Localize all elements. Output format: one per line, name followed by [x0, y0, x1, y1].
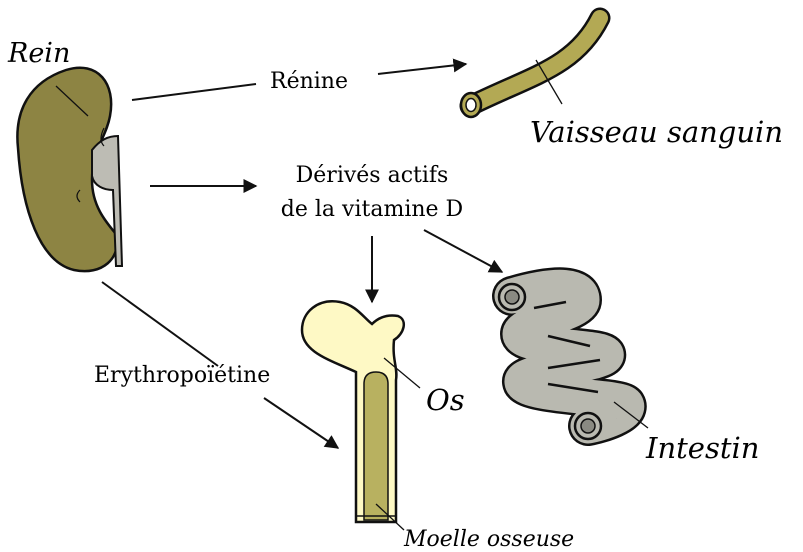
label-renine: Rénine — [270, 69, 348, 94]
blood-vessel-icon — [461, 18, 600, 117]
label-os: Os — [426, 383, 465, 417]
bone-icon — [302, 301, 404, 522]
label-rein: Rein — [7, 38, 70, 69]
connector-kidney-renine — [132, 84, 256, 100]
label-intestin: Intestin — [645, 431, 759, 465]
label-moelle-osseuse: Moelle osseuse — [403, 527, 574, 552]
intestine-icon — [499, 284, 627, 439]
connector-kidney-epo — [102, 282, 218, 366]
arrow-vitamin-d-intestine — [424, 230, 502, 272]
label-vaisseau-sanguin: Vaisseau sanguin — [530, 115, 783, 149]
arrow-renine-vessel — [378, 64, 466, 74]
label-erythropoietine: Erythropoïétine — [94, 363, 270, 388]
arrow-epo-bone — [264, 398, 338, 448]
label-derives-line2: de la vitamine D — [281, 197, 463, 222]
label-derives-line1: Dérivés actifs — [296, 163, 449, 188]
